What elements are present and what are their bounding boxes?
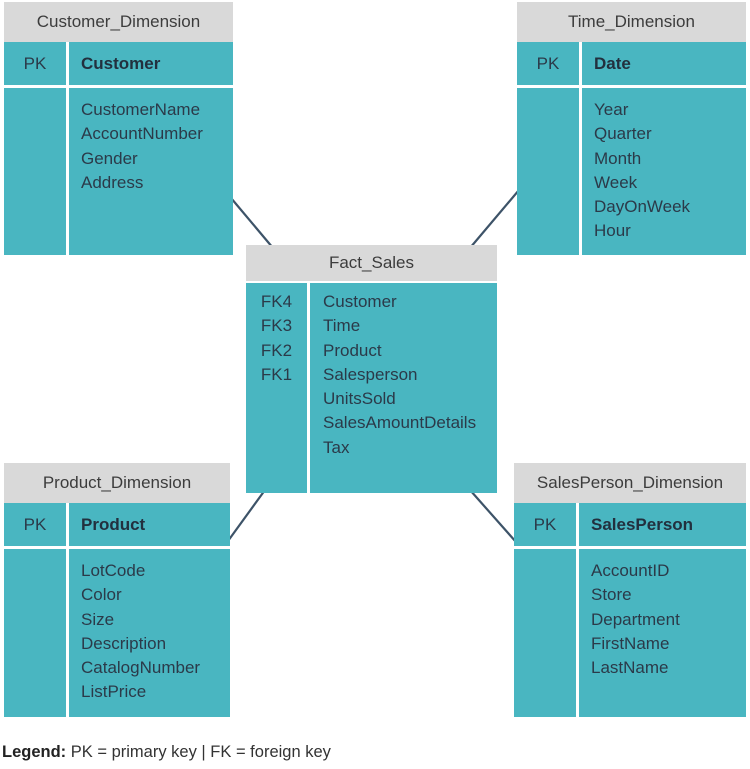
- table-title: Fact_Sales: [328, 253, 415, 272]
- row-divider: [514, 546, 746, 549]
- attribute-list: CustomerName AccountNumber Gender Addres…: [69, 88, 233, 255]
- table-header: Customer_Dimension: [4, 2, 233, 42]
- pk-label: PK: [517, 42, 579, 85]
- key-field: Customer: [69, 42, 233, 85]
- fk-label: FK2: [260, 340, 293, 360]
- connector-product-fact: [226, 488, 267, 543]
- attribute: Gender: [81, 148, 138, 168]
- pk-label: PK: [4, 503, 66, 546]
- attribute: CatalogNumber: [81, 658, 201, 678]
- connector-salesperson-fact: [468, 488, 518, 544]
- fk-label: FK3: [260, 316, 293, 336]
- attribute: Product: [323, 340, 382, 360]
- legend-text: PK = primary key | FK = foreign key: [70, 743, 331, 761]
- key-field: Date: [582, 42, 746, 85]
- attribute: AccountID: [591, 561, 670, 580]
- attribute: Time: [323, 316, 361, 336]
- row-divider: [4, 546, 230, 549]
- table-title: Time_Dimension: [568, 12, 695, 31]
- column-divider: [579, 42, 582, 85]
- pk-column-empty: [4, 549, 66, 717]
- attribute-list: Year Quarter Month Week DayOnWeek Hour: [582, 88, 746, 255]
- connector-time-fact: [468, 188, 521, 250]
- pk-label: PK: [514, 503, 576, 546]
- attribute: Hour: [594, 221, 631, 241]
- attribute: AccountNumber: [81, 124, 203, 144]
- attribute: Address: [81, 172, 144, 192]
- pk-column-empty: [517, 88, 579, 255]
- attribute: Size: [81, 609, 115, 629]
- attribute: Customer: [323, 292, 397, 311]
- table-title: SalesPerson_Dimension: [536, 473, 724, 492]
- attribute: Salesperson: [323, 364, 418, 384]
- attribute-list: AccountID Store Department FirstName Las…: [579, 549, 746, 717]
- entity-customer-dimension: Customer_Dimension PK Customer CustomerN…: [4, 2, 233, 255]
- pk-column-empty: [4, 88, 66, 255]
- fk-label: FK4: [260, 292, 293, 311]
- attribute-list: LotCode Color Size Description CatalogNu…: [69, 549, 230, 717]
- column-divider: [307, 283, 310, 493]
- entity-product-dimension: Product_Dimension PK Product LotCode Col…: [4, 463, 230, 717]
- attribute: Store: [591, 585, 632, 605]
- pk-label: PK: [4, 42, 66, 85]
- attribute: Tax: [323, 437, 350, 457]
- row-divider: [517, 85, 746, 88]
- key-field: SalesPerson: [579, 503, 746, 546]
- attribute: LotCode: [81, 561, 146, 580]
- attribute: Quarter: [594, 124, 652, 144]
- attribute: FirstName: [591, 633, 670, 653]
- column-divider: [576, 503, 579, 546]
- column-divider: [579, 88, 582, 255]
- pk-column-empty: [514, 549, 576, 717]
- column-divider: [66, 503, 69, 546]
- attribute: ListPrice: [81, 682, 147, 702]
- column-divider: [66, 42, 69, 85]
- attribute: CustomerName: [81, 100, 201, 119]
- attribute: Month: [594, 148, 642, 168]
- table-header: Time_Dimension: [517, 2, 746, 42]
- column-divider: [576, 549, 579, 717]
- attribute-list: Customer Time Product Salesperson UnitsS…: [310, 283, 497, 493]
- entity-time-dimension: Time_Dimension PK Date Year Quarter Mont…: [517, 2, 746, 255]
- entity-fact-sales: Fact_Sales FK4 FK3 FK2 FK1 Customer Time…: [246, 245, 497, 493]
- connector-customer-fact: [229, 196, 275, 250]
- attribute: Color: [81, 585, 122, 605]
- attribute: DayOnWeek: [594, 197, 691, 217]
- entity-salesperson-dimension: SalesPerson_Dimension PK SalesPerson Acc…: [514, 463, 746, 717]
- legend: Legend: PK = primary key | FK = foreign …: [2, 743, 331, 762]
- row-divider: [4, 85, 233, 88]
- column-divider: [66, 549, 69, 717]
- attribute: Week: [594, 172, 638, 192]
- attribute: Department: [591, 609, 680, 629]
- attribute: UnitsSold: [323, 389, 396, 409]
- table-title: Product_Dimension: [42, 473, 192, 492]
- attribute: SalesAmountDetails: [323, 413, 477, 433]
- table-header: Product_Dimension: [4, 463, 230, 503]
- attribute: Year: [594, 100, 629, 119]
- table-header: Fact_Sales: [246, 245, 497, 281]
- column-divider: [66, 88, 69, 255]
- attribute: LastName: [591, 658, 669, 678]
- table-header: SalesPerson_Dimension: [514, 463, 746, 503]
- fk-column: FK4 FK3 FK2 FK1: [246, 283, 307, 493]
- attribute: Description: [81, 633, 167, 653]
- key-field: Product: [69, 503, 230, 546]
- legend-label: Legend:: [2, 743, 67, 761]
- fk-label: FK1: [260, 364, 293, 384]
- header-divider: [246, 281, 497, 283]
- table-title: Customer_Dimension: [36, 12, 201, 31]
